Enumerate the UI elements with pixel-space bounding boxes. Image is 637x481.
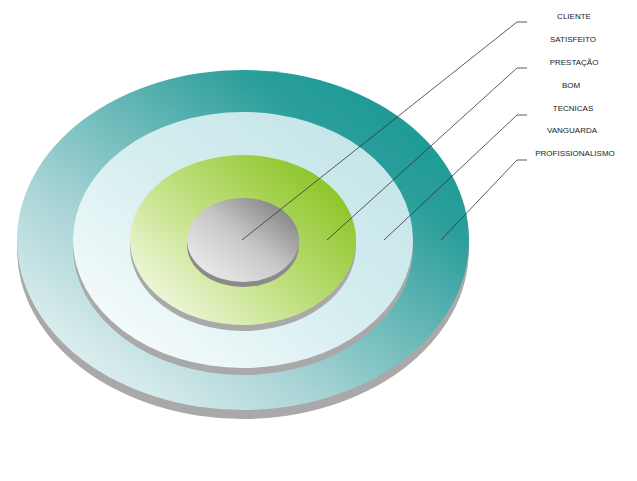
green-ring [130, 155, 356, 325]
outer-ring [17, 70, 469, 410]
ring-label: TECNICAS [553, 105, 593, 113]
leader-line [441, 160, 527, 240]
middle-ring [73, 112, 413, 368]
center-disk [187, 198, 299, 282]
ring-label: BOM [562, 82, 580, 90]
ring-label: VANGUARDA [547, 127, 597, 135]
ring-label: PRESTAÇÃO [550, 59, 599, 67]
leader-line [384, 115, 527, 240]
leader-line [242, 22, 527, 240]
ring-label: PROFISSIONALISMO [535, 150, 615, 158]
ring-label: CLIENTE [557, 13, 591, 21]
leader-line [327, 68, 527, 240]
ring-label: SATISFEITO [550, 36, 596, 44]
